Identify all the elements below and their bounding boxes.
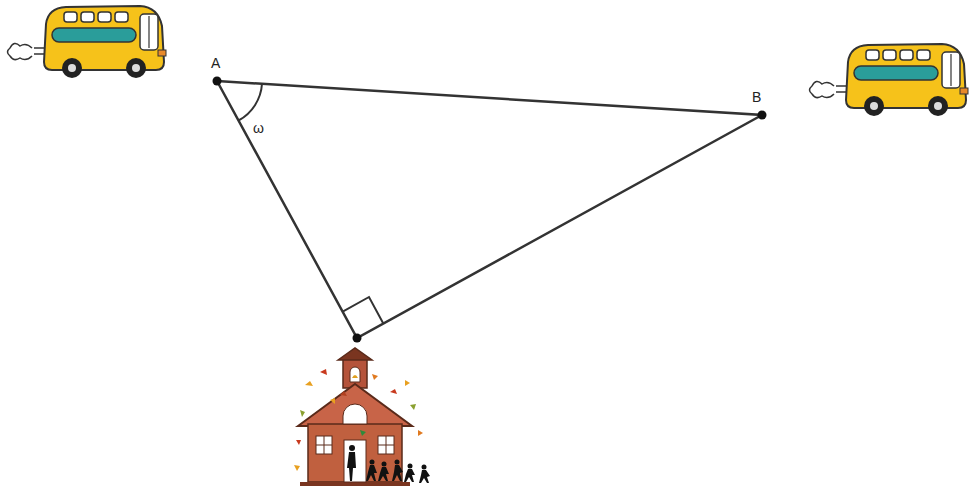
vertex-dot <box>213 77 222 86</box>
bus-clipart <box>8 6 167 78</box>
vertex-label: B <box>752 90 761 104</box>
vertex-label: A <box>211 56 220 70</box>
vertex-dot <box>353 334 362 343</box>
triangle <box>217 81 762 338</box>
school-clipart <box>294 348 430 486</box>
bus-clipart <box>810 44 969 116</box>
right-angle-mark <box>343 297 384 324</box>
angle-arc <box>239 84 263 121</box>
vertex-dot <box>758 111 767 120</box>
angle-label: ω <box>253 121 264 135</box>
